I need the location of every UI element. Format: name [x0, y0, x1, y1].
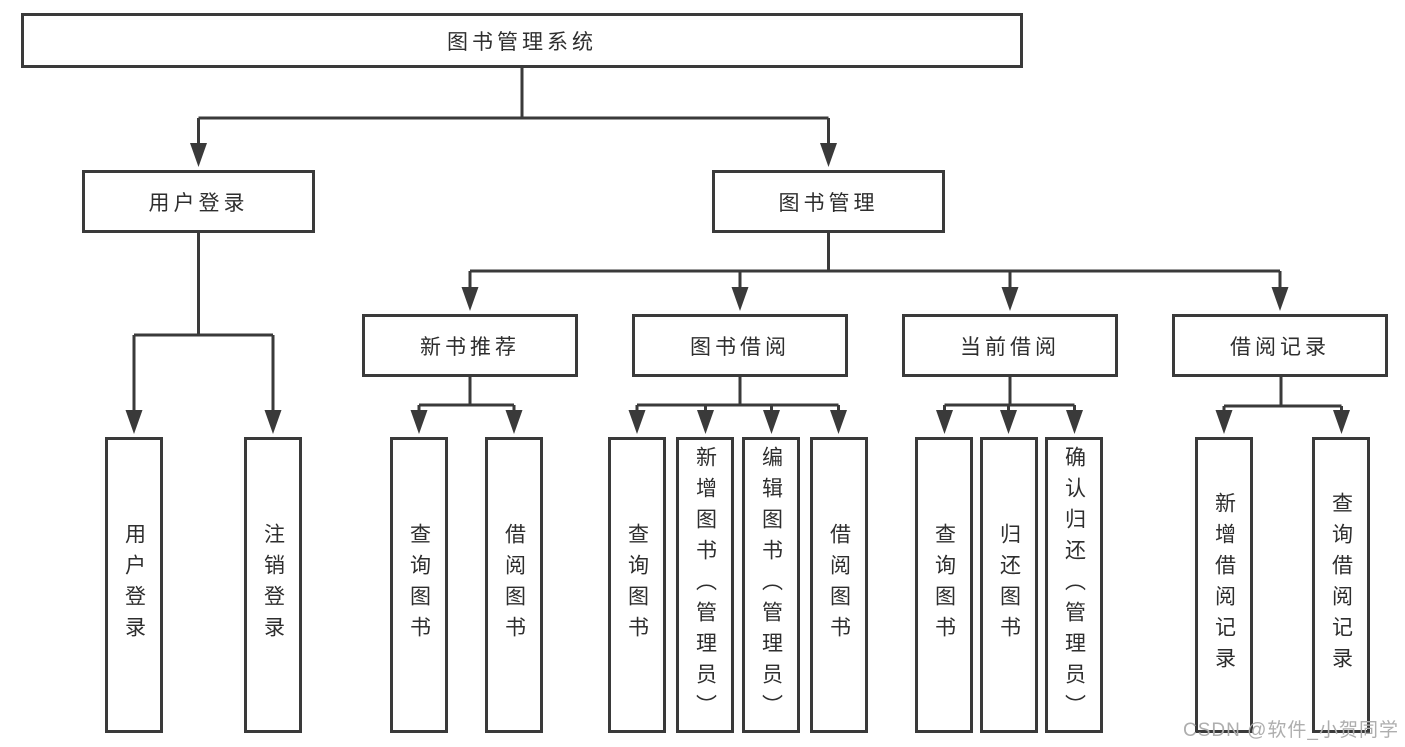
node-borrow-records: 借阅记录: [1172, 314, 1388, 377]
node-label: 编辑图书（管理员）: [759, 445, 783, 725]
arrowhead-icon: [1215, 410, 1233, 434]
arrowhead-icon: [505, 410, 523, 434]
node-label: 当前借阅: [960, 335, 1060, 359]
node-new-book-recommend: 新书推荐: [362, 314, 578, 377]
arrowhead-icon: [1000, 410, 1017, 434]
arrowhead-icons: [125, 143, 1350, 434]
node-current-borrowing: 当前借阅: [902, 314, 1118, 377]
node-label: 查询图书: [625, 523, 649, 647]
arrowhead-icon: [1271, 287, 1289, 311]
node-label: 借阅图书: [502, 523, 526, 647]
arrowhead-icon: [1066, 410, 1083, 434]
node-label: 新增借阅记录: [1212, 492, 1236, 678]
node-book-management: 图书管理: [712, 170, 945, 233]
connector-new-book-branch: [417, 377, 516, 428]
leaf-add-borrow-record: 新增借阅记录: [1195, 437, 1253, 733]
node-label: 借阅记录: [1230, 335, 1330, 359]
connector-user-login-branch: [132, 233, 275, 428]
leaf-add-books-admin: 新增图书（管理员）: [676, 437, 734, 733]
arrowhead-icon: [461, 287, 479, 311]
connector-root-stem: [197, 68, 830, 162]
csdn-watermark: CSDN @软件_小贺同学: [1183, 720, 1399, 741]
node-user-login: 用户登录: [82, 170, 315, 233]
leaf-query-books-recommend: 查询图书: [390, 437, 448, 733]
node-book-borrowing: 图书借阅: [632, 314, 848, 377]
arrowhead-icon: [830, 410, 847, 434]
leaf-borrow-books: 借阅图书: [810, 437, 868, 733]
node-label: 查询图书: [407, 523, 431, 647]
connector-book-management-branch: [468, 233, 1282, 306]
node-label: 确认归还（管理员）: [1062, 445, 1086, 725]
node-label: 图书借阅: [690, 335, 790, 359]
connector-records-branch: [1222, 377, 1343, 428]
arrowhead-icon: [628, 410, 646, 434]
leaf-return-books: 归还图书: [980, 437, 1038, 733]
node-label: 图书管理: [778, 191, 879, 215]
node-label: 用户登录: [148, 191, 249, 215]
arrowhead-icon: [190, 143, 207, 167]
node-label: 图书管理系统: [447, 30, 597, 54]
arrowhead-icon: [1001, 287, 1019, 311]
node-library-system: 图书管理系统: [21, 13, 1023, 68]
leaf-confirm-return-admin: 确认归还（管理员）: [1045, 437, 1103, 733]
node-label: 新书推荐: [420, 335, 520, 359]
arrowhead-icon: [820, 143, 837, 167]
arrowhead-icon: [936, 410, 953, 434]
leaf-edit-books-admin: 编辑图书（管理员）: [742, 437, 800, 733]
arrowhead-icon: [410, 410, 428, 434]
arrowhead-icon: [731, 287, 749, 311]
node-label: 归还图书: [997, 523, 1021, 647]
arrowhead-icon: [1333, 410, 1350, 434]
arrowhead-icon: [697, 410, 714, 434]
arrowhead-icon: [125, 410, 143, 434]
node-label: 注销登录: [261, 523, 285, 647]
connector-borrowing-branch: [635, 377, 840, 428]
arrowhead-icon: [264, 410, 282, 434]
arrowhead-icon: [763, 410, 780, 434]
leaf-query-borrow-record: 查询借阅记录: [1312, 437, 1370, 733]
leaf-borrow-books-recommend: 借阅图书: [485, 437, 543, 733]
node-label: 新增图书（管理员）: [693, 445, 717, 725]
node-label: 查询借阅记录: [1329, 492, 1353, 678]
node-label: 查询图书: [932, 523, 956, 647]
leaf-query-books-borrow: 查询图书: [608, 437, 666, 733]
leaf-query-books-current: 查询图书: [915, 437, 973, 733]
node-label: 借阅图书: [827, 523, 851, 647]
node-label: 用户登录: [122, 523, 146, 647]
leaf-user-login: 用户登录: [105, 437, 163, 733]
leaf-logout: 注销登录: [244, 437, 302, 733]
